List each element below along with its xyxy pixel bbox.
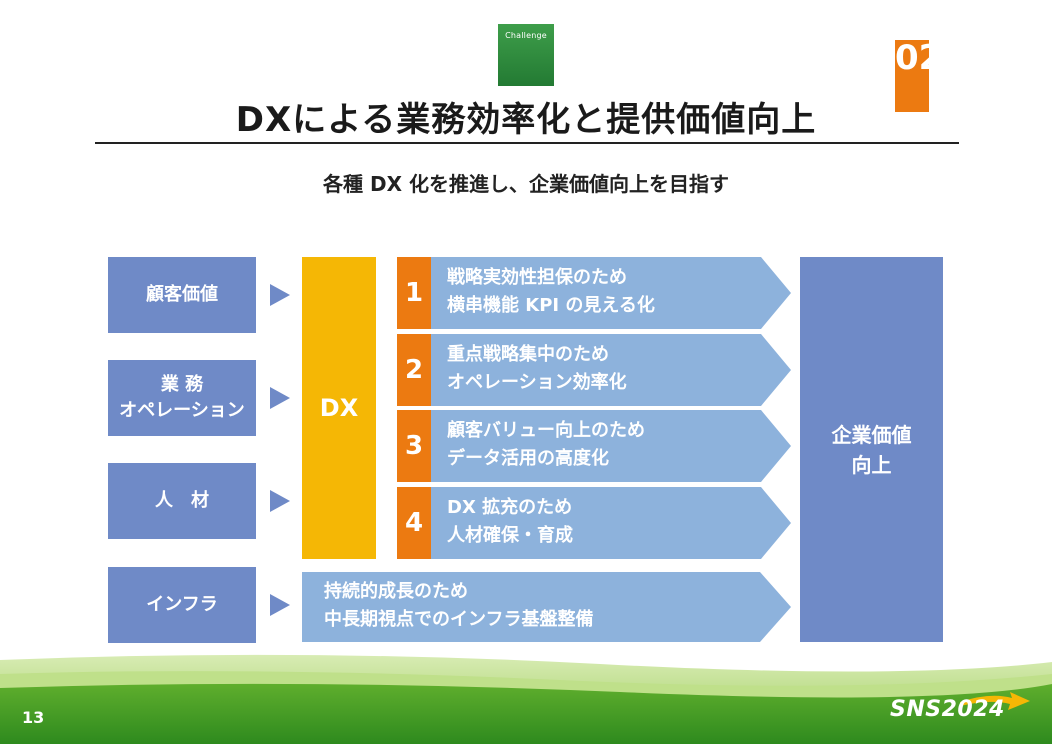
item-number: 1 [397,257,431,329]
item-line1: 戦略実効性担保のため [447,267,627,288]
item-number: 4 [397,487,431,559]
footer-wave [0,654,1052,744]
badge-caption: Challenge [505,31,547,40]
left-box-operations: 業 務 オペレーション [108,360,256,436]
item-arrow: 顧客バリュー向上のため データ活用の高度化 [431,410,791,482]
infra-line2: 中長期視点でのインフラ基盤整備 [324,609,594,630]
item-line1: DX 拡充のため [447,497,573,518]
sns-logo: SNS2024 [890,697,1005,722]
item-number: 2 [397,334,431,406]
infra-line1: 持続的成長のため [324,581,468,602]
left-box-people: 人 材 [108,463,256,539]
result-box: 企業価値 向上 [800,257,943,642]
title-rule [95,142,959,144]
logo-arrow-icon [960,692,1030,710]
item-line2: 人材確保・育成 [447,525,573,546]
challenge-badge: Challenge 02 [498,24,942,112]
slide-subtitle: 各種 DX 化を推進し、企業価値向上を目指す [323,172,729,196]
badge-number: 02 [895,40,942,112]
slide-title: DXによる業務効率化と提供価値向上 [235,100,817,140]
left-box-infra: インフラ [108,567,256,643]
connector-arrow [270,387,290,409]
left-box-customer-value: 顧客価値 [108,257,256,333]
item-arrow: 戦略実効性担保のため 横串機能 KPI の見える化 [431,257,791,329]
item-number: 3 [397,410,431,482]
infra-arrow: 持続的成長のため 中長期視点でのインフラ基盤整備 [302,572,791,642]
item-line2: オペレーション効率化 [447,372,627,393]
item-line1: 重点戦略集中のため [447,344,609,365]
item-arrow: DX 拡充のため 人材確保・育成 [431,487,791,559]
item-arrow: 重点戦略集中のため オペレーション効率化 [431,334,791,406]
item-line2: データ活用の高度化 [447,448,609,469]
connector-arrow [270,490,290,512]
connector-arrow [270,284,290,306]
page-number: 13 [22,708,45,727]
item-line1: 顧客バリュー向上のため [447,420,645,441]
item-line2: 横串機能 KPI の見える化 [447,295,655,316]
dx-box: DX [302,257,376,559]
connector-arrow [270,594,290,616]
